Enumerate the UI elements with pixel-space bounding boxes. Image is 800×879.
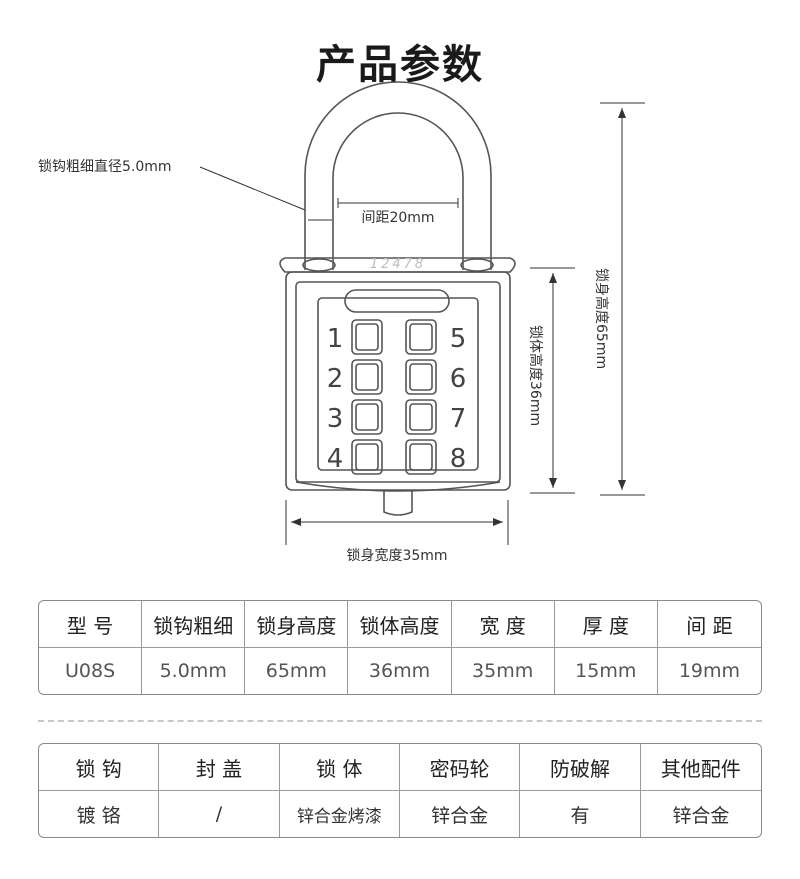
arrow-left-icon (291, 518, 301, 526)
code-engraving: 12478 (370, 257, 426, 272)
body-height-label: 锁体高度36mm (527, 325, 544, 426)
table-cell: 有 (520, 791, 641, 837)
gap-label: 间距20mm (361, 210, 434, 226)
padlock-dimension-diagram: 12478 1 2 3 4 5 6 7 8 (38, 81, 645, 564)
arrow-up-icon (618, 108, 626, 118)
button-number: 1 (327, 324, 344, 354)
table-cell: 36mm (348, 648, 452, 694)
button-number: 3 (327, 404, 344, 434)
shackle-diameter-label: 锁钩粗细直径5.0mm (38, 158, 172, 175)
buttons-left (351, 319, 383, 475)
table-cell: / (159, 791, 280, 837)
lock-collar (279, 257, 516, 273)
spec-table-dimensions: 型 号 锁钩粗细 锁身高度 锁体高度 宽 度 厚 度 间 距 U08S 5.0m… (38, 600, 762, 695)
lock-height-label: 锁身高度65mm (593, 268, 610, 369)
table-row: U08S 5.0mm 65mm 36mm 35mm 15mm 19mm (39, 648, 761, 694)
table-header-cell: 锁钩粗细 (142, 601, 246, 648)
button-number: 5 (450, 324, 467, 354)
table-header-cell: 密码轮 (399, 744, 521, 791)
table-row: 镀 铬 / 锌合金烤漆 锌合金 有 锌合金 (39, 791, 761, 837)
table-header-cell: 封 盖 (159, 744, 280, 791)
table-header-cell: 间 距 (657, 601, 761, 648)
table-cell: 镀 铬 (39, 791, 160, 837)
body-width-label: 锁身宽度35mm (346, 547, 447, 564)
arrow-down-icon (618, 480, 626, 490)
button-number: 6 (450, 364, 467, 394)
page-title: 产品参数 (316, 42, 484, 88)
table-header-cell: 锁体高度 (348, 601, 452, 648)
table-header-cell: 锁 体 (279, 744, 400, 791)
arrow-down-icon (549, 478, 557, 488)
table-header-cell: 型 号 (39, 601, 143, 648)
table-cell: 65mm (245, 648, 349, 694)
button-number: 2 (327, 364, 344, 394)
button-number: 8 (450, 444, 467, 474)
table-cell: 锌合金 (400, 791, 521, 837)
table-cell: 5.0mm (142, 648, 246, 694)
table-row: 型 号 锁钩粗细 锁身高度 锁体高度 宽 度 厚 度 间 距 (39, 601, 761, 648)
table-cell: 15mm (555, 648, 658, 694)
table-row: 锁 钩 封 盖 锁 体 密码轮 防破解 其他配件 (39, 744, 761, 791)
buttons-right (405, 319, 437, 475)
table-cell: 35mm (452, 648, 555, 694)
table-header-cell: 锁 钩 (39, 744, 160, 791)
arrow-right-icon (493, 518, 503, 526)
dashed-divider (38, 720, 762, 722)
button-number: 4 (327, 444, 344, 474)
spec-table-materials: 锁 钩 封 盖 锁 体 密码轮 防破解 其他配件 镀 铬 / 锌合金烤漆 锌合金… (38, 743, 762, 838)
table-cell: 锌合金 (672, 804, 730, 827)
shackle (304, 81, 492, 270)
table-header-cell: 其他配件 (640, 744, 761, 791)
lock-body (285, 271, 511, 516)
table-header-cell: 厚 度 (554, 601, 658, 648)
shackle-callout-line (199, 166, 306, 211)
table-header-cell: 锁身高度 (245, 601, 349, 648)
table-header-cell: 防破解 (520, 744, 641, 791)
table-header-cell: 宽 度 (451, 601, 555, 648)
table-cell: 锌合金烤漆 (280, 791, 400, 837)
table-cell: 19mm (678, 660, 741, 682)
arrow-up-icon (549, 273, 557, 283)
button-number: 7 (450, 404, 467, 434)
table-cell: U08S (39, 648, 143, 694)
